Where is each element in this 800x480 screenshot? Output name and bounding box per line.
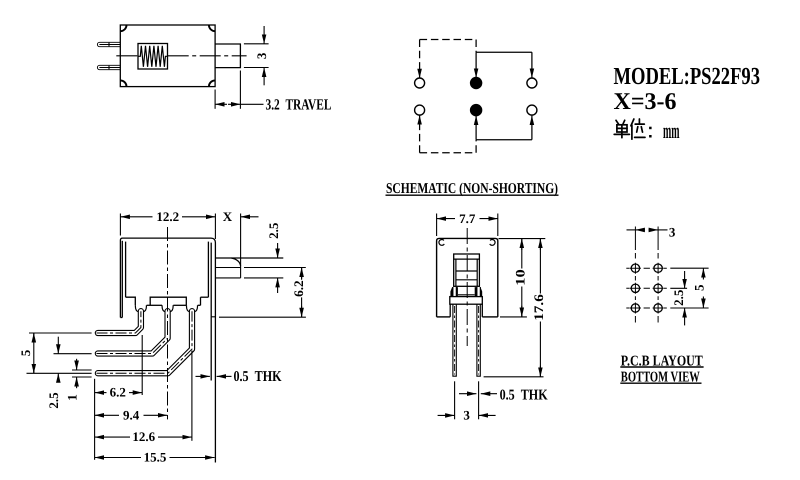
svg-text:0.5 THK: 0.5 THK bbox=[500, 388, 548, 404]
svg-text:7.7: 7.7 bbox=[459, 211, 476, 226]
svg-text:2.5: 2.5 bbox=[46, 392, 61, 409]
svg-text:X: X bbox=[223, 209, 233, 224]
svg-text:X=3-6: X=3-6 bbox=[614, 89, 677, 115]
svg-text:0.5 THK: 0.5 THK bbox=[234, 369, 282, 385]
svg-text:10: 10 bbox=[512, 269, 527, 286]
svg-text:3.2 TRAVEL: 3.2 TRAVEL bbox=[266, 97, 332, 114]
svg-text:3: 3 bbox=[669, 224, 676, 239]
svg-text:6.2: 6.2 bbox=[110, 385, 126, 400]
svg-text:9.4: 9.4 bbox=[123, 407, 140, 422]
svg-text:BOTTOM VIEW: BOTTOM VIEW bbox=[621, 370, 700, 386]
svg-text:MODEL:PS22F93: MODEL:PS22F93 bbox=[614, 63, 761, 90]
svg-text:12.6: 12.6 bbox=[132, 429, 155, 444]
svg-text:SCHEMATIC (NON-SHORTING): SCHEMATIC (NON-SHORTING) bbox=[386, 181, 558, 197]
svg-text:mm: mm bbox=[663, 118, 680, 143]
svg-text:5: 5 bbox=[691, 284, 706, 291]
svg-text:15.5: 15.5 bbox=[144, 450, 167, 465]
svg-text:5: 5 bbox=[18, 349, 33, 356]
svg-text:2.5: 2.5 bbox=[671, 289, 686, 306]
svg-text:17.6: 17.6 bbox=[531, 294, 546, 321]
svg-text:3: 3 bbox=[463, 408, 470, 423]
svg-text:12.2: 12.2 bbox=[156, 209, 179, 224]
svg-text:3: 3 bbox=[254, 52, 269, 59]
svg-text:2.5: 2.5 bbox=[266, 222, 281, 239]
svg-text:6.2: 6.2 bbox=[291, 280, 306, 297]
svg-text:1: 1 bbox=[65, 394, 80, 401]
svg-text:P.C.B LAYOUT: P.C.B LAYOUT bbox=[621, 353, 703, 369]
